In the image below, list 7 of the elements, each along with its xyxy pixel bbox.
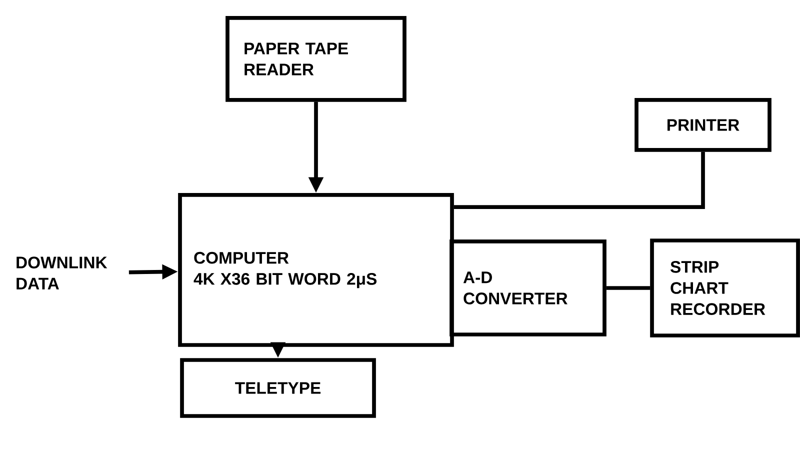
process-box: PRINTER <box>634 98 772 152</box>
process-box: TELETYPE <box>180 358 376 418</box>
process-box: STRIP CHART RECORDER <box>650 238 800 338</box>
process-box: A-D CONVERTER <box>450 240 606 336</box>
process-box: PAPER TAPE READER <box>226 16 406 102</box>
process-box: COMPUTER 4K X36 BIT WORD 2μS <box>178 193 454 347</box>
input-label: DOWNLINK DATA <box>16 256 108 290</box>
